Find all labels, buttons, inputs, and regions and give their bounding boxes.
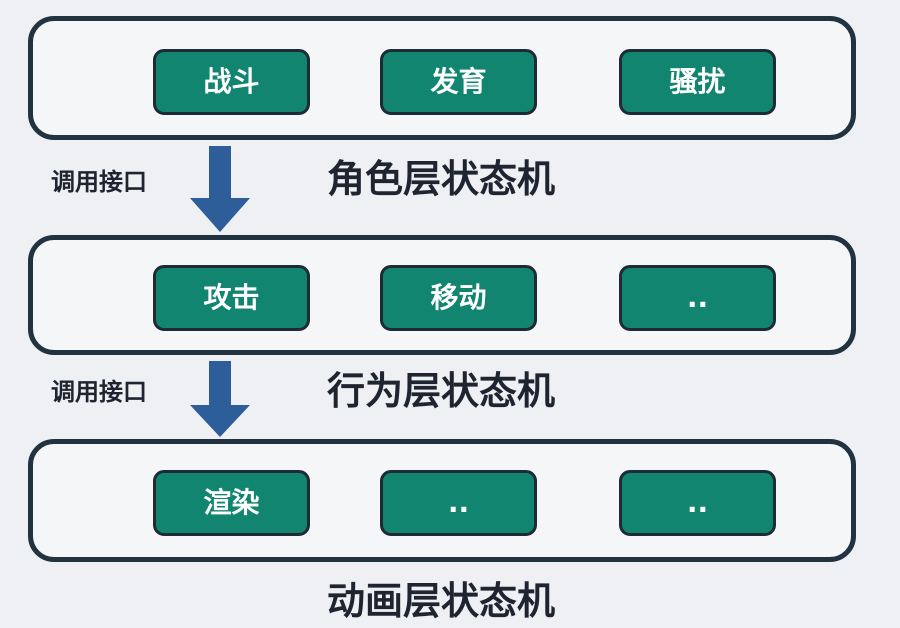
call-interface-label: 调用接口 [51, 378, 147, 406]
arrow-down-icon [190, 361, 250, 437]
behavior-layer-box: 攻击 移动 .. [28, 235, 856, 355]
arrow-down-icon [190, 146, 250, 232]
state-move: 移动 [380, 265, 537, 331]
state-combat: 战斗 [153, 49, 310, 115]
character-layer-title: 角色层状态机 [327, 157, 556, 201]
state-more: .. [380, 470, 537, 536]
animation-layer-title: 动画层状态机 [327, 579, 556, 623]
state-more: .. [619, 470, 776, 536]
state-develop: 发育 [380, 49, 537, 115]
animation-layer-box: 渲染 .. .. [28, 439, 856, 562]
state-more: .. [619, 265, 776, 331]
character-layer-box: 战斗 发育 骚扰 [28, 16, 856, 140]
state-attack: 攻击 [153, 265, 310, 331]
state-harass: 骚扰 [619, 49, 776, 115]
call-interface-label: 调用接口 [51, 168, 147, 196]
behavior-layer-title: 行为层状态机 [327, 369, 556, 413]
state-render: 渲染 [153, 470, 310, 536]
